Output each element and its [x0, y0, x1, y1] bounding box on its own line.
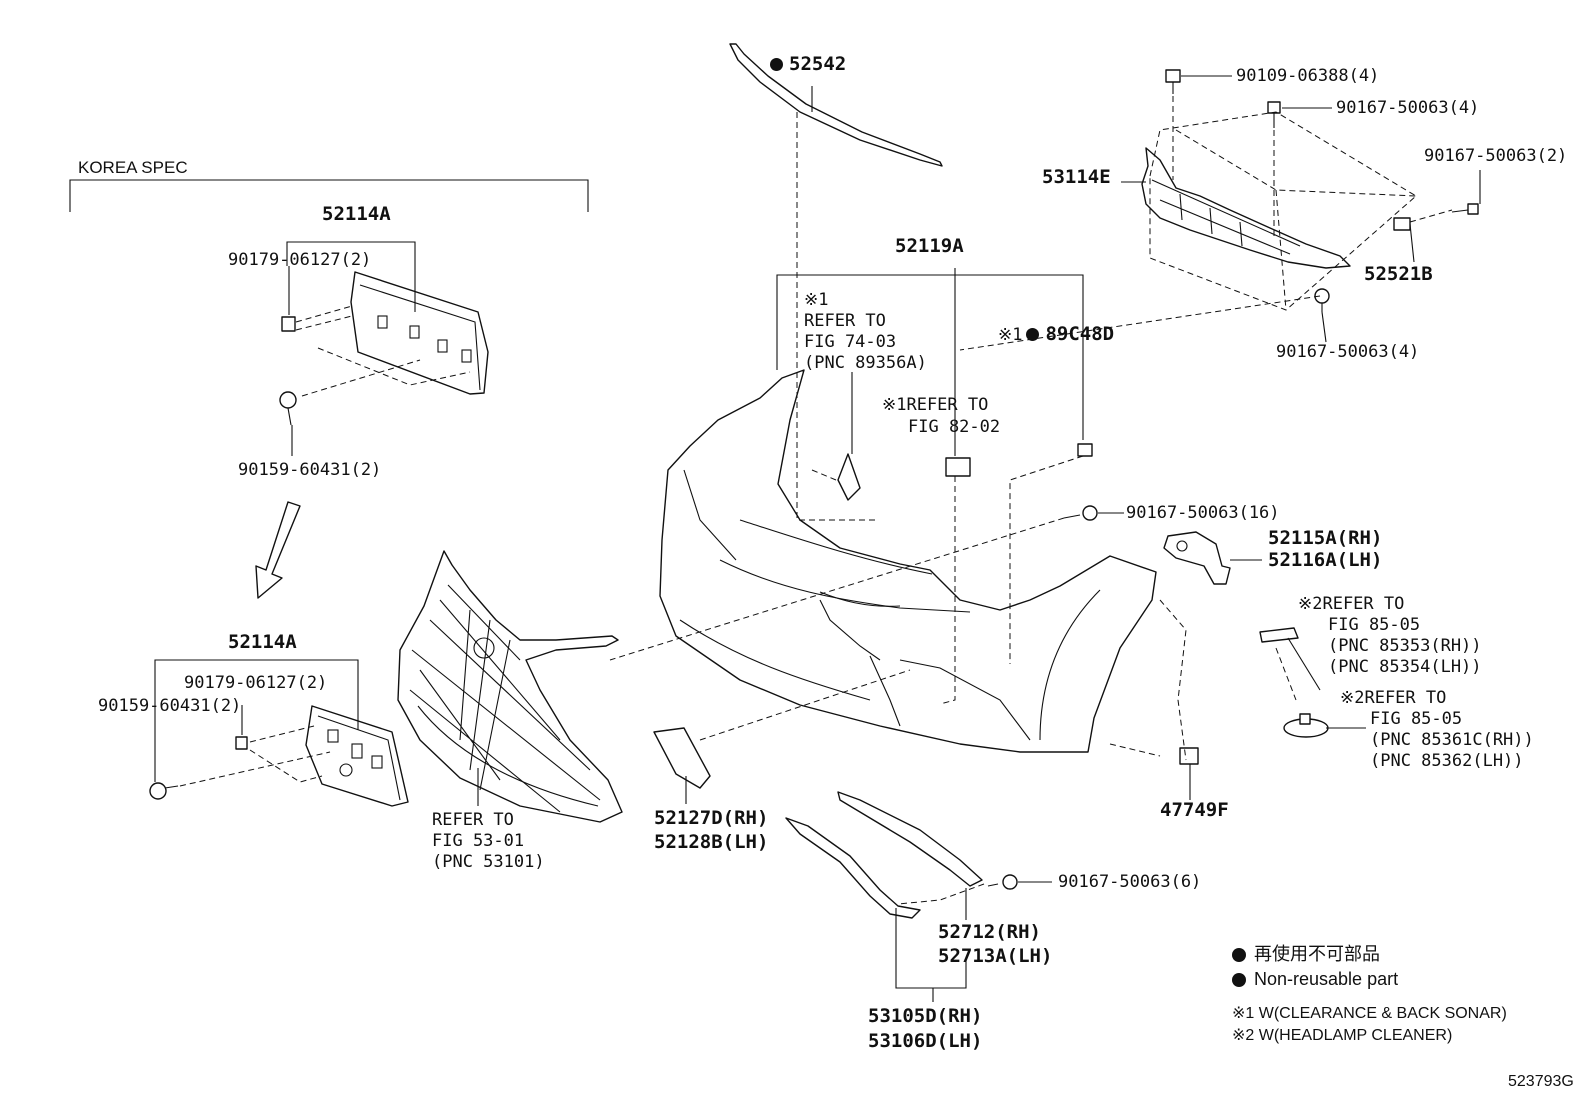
label-90179-06127-bottom: 90179-06127(2) [184, 673, 328, 693]
label-90167-50063-6: 90167-50063(6) [1058, 872, 1202, 892]
ref-fig-74-03: ※1 REFER TO FIG 74-03 (PNC 89356A) [804, 290, 927, 373]
ref-fig-85-05-b: ※2REFER TO FIG 85-05 (PNC 85361C(RH)) (P… [1340, 688, 1534, 771]
label-90109-06388: 90109-06388(4) [1236, 66, 1380, 86]
ref-fig-85-05-a: ※2REFER TO FIG 85-05 (PNC 85353(RH)) (PN… [1298, 594, 1482, 677]
sensor-clip-89C48D [1077, 443, 1093, 457]
label-52521B: 52521B [1364, 263, 1433, 285]
legend-note-2: ※2 W(HEADLAMP CLEANER) [1232, 1027, 1453, 1044]
clip-52521B [1393, 217, 1411, 231]
label-47749F: 47749F [1160, 799, 1229, 821]
figure-id: 523793G [1508, 1073, 1574, 1090]
front-grille [397, 550, 623, 823]
retainer-dash-guides [959, 96, 1453, 351]
side-bracket-52115A [1163, 531, 1231, 585]
nonreusable-mark-icon [1026, 328, 1040, 341]
ref-fig-53-01: REFER TO FIG 53-01 (PNC 53101) [432, 810, 545, 872]
sensor-fig74 [837, 453, 861, 501]
label-90167-50063-16: 90167-50063(16) [1126, 503, 1280, 523]
lower-cover-52127D [653, 727, 711, 789]
label-52114A-bottom: 52114A [228, 631, 297, 653]
legend-nonreusable-en: Non-reusable part [1254, 969, 1399, 989]
legend-bullet-en [1232, 973, 1246, 987]
label-52127D-52128B: 52127D(RH) 52128B(LH) [654, 807, 769, 853]
legend-bullet-jp [1232, 948, 1246, 962]
label-90179-06127-top: 90179-06127(2) [228, 250, 372, 270]
korea-spec-label: KOREA SPEC [78, 158, 188, 177]
label-90167-50063-4b: 90167-50063(4) [1276, 342, 1420, 362]
bolt-90167-50063-16 [1063, 505, 1098, 521]
label-52542: 52542 [770, 54, 846, 74]
variant-arrow [255, 501, 301, 599]
license-plate-bracket-top [350, 271, 489, 395]
screw-90159-bottom [149, 782, 179, 800]
molding-52712 [837, 791, 983, 887]
install-dash-lines [609, 112, 1297, 905]
bumper-cover [659, 369, 1157, 753]
clip-47749F [1179, 747, 1199, 790]
bolt-90167-50063-2 [1451, 203, 1479, 215]
headlamp-cleaner-cap [1259, 627, 1299, 643]
screw-90159-top [279, 391, 297, 426]
label-90159-60431-top: 90159-60431(2) [238, 460, 382, 480]
label-90167-50063-2: 90167-50063(2) [1424, 146, 1568, 166]
label-52114A-top: 52114A [322, 203, 391, 225]
plate-bracket-top-leads [286, 241, 471, 456]
nonreusable-mark-icon [770, 58, 783, 71]
sensor-bracket-fig82 [945, 457, 971, 477]
label-53114E: 53114E [1042, 166, 1111, 188]
label-90167-50063-4a: 90167-50063(4) [1336, 98, 1480, 118]
korea-spec-bracket [69, 179, 589, 212]
bolt-90167-50063-6 [987, 874, 1018, 890]
label-90159-60431-bottom: 90159-60431(2) [98, 696, 242, 716]
legend-nonreusable-jp: 再使用不可部品 [1254, 944, 1380, 964]
retainer-53114E [1141, 147, 1351, 269]
license-plate-bracket-bottom [305, 705, 409, 807]
plate-bracket-bottom-leads [154, 659, 359, 787]
headlamp-cleaner-pad [1283, 713, 1329, 738]
label-52712-52713A: 52712(RH) 52713A(LH) [938, 921, 1053, 967]
bolt-90167-50063-4b [1314, 288, 1330, 312]
bolt-90167-50063-4a [1267, 101, 1281, 128]
leaders [477, 75, 1481, 1002]
label-53105D-53106D: 53105D(RH) 53106D(LH) [868, 1005, 983, 1052]
upper-seal-52542 [729, 43, 943, 167]
clip-90179-top [281, 316, 296, 332]
ref-fig-82-02: ※1REFER TO FIG 82-02 [882, 395, 1001, 437]
clip-90179-bottom [235, 736, 248, 750]
bolt-90109-06388 [1165, 69, 1181, 94]
label-52119A: 52119A [895, 235, 964, 257]
label-52115A-52116A: 52115A(RH) 52116A(LH) [1268, 527, 1383, 571]
legend-note-1: ※1 W(CLEARANCE & BACK SONAR) [1232, 1005, 1507, 1022]
molding-53105D [785, 817, 921, 919]
